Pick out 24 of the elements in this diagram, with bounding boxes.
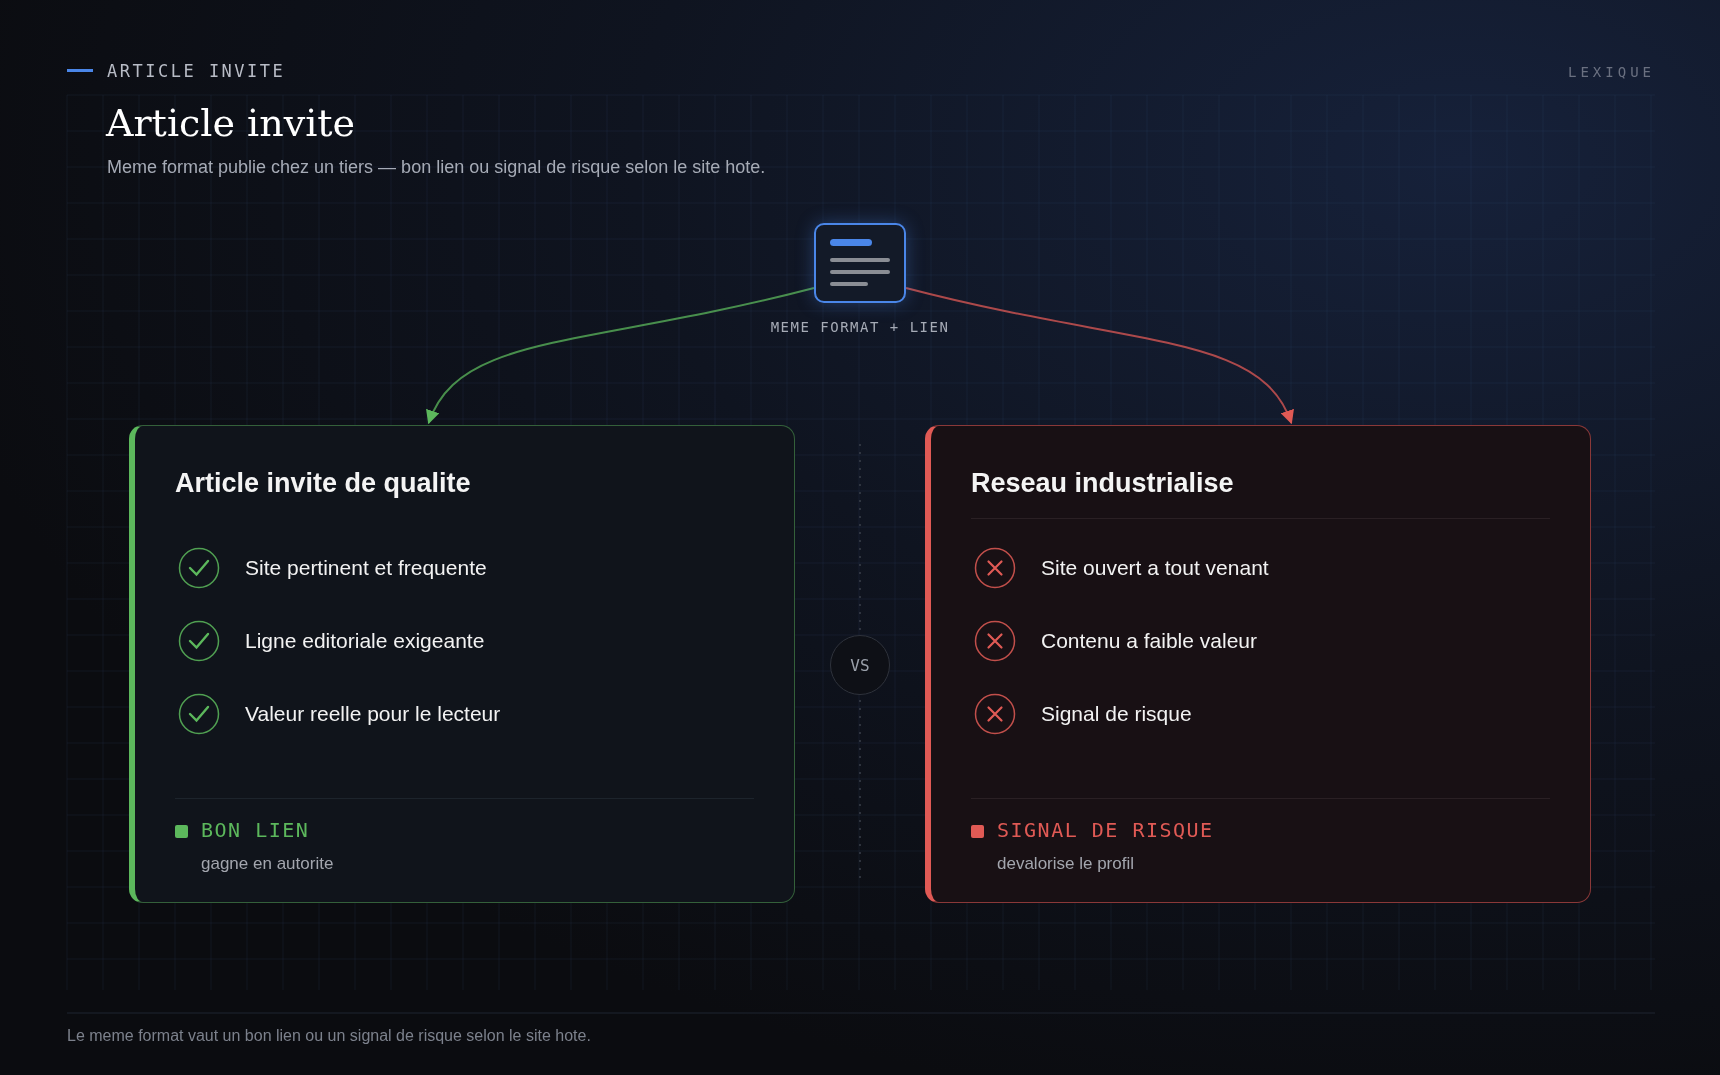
comparison-card bbox=[129, 425, 795, 903]
status-note: devalorise le profil bbox=[997, 854, 1134, 874]
subtitle: Meme format publie chez un tiers — bon lien ou signal de risque selon le site hote. bbox=[107, 157, 766, 178]
status-note: gagne en autorite bbox=[201, 854, 334, 874]
eyebrow-text: ARTICLE INVITE bbox=[107, 61, 286, 81]
arrow bbox=[905, 287, 1293, 425]
document-icon bbox=[814, 223, 906, 303]
card-heading: Reseau industrialise bbox=[971, 468, 1234, 499]
status-label: SIGNAL DE RISQUE bbox=[997, 818, 1214, 842]
card-heading: Article invite de qualite bbox=[175, 468, 471, 499]
status-label: BON LIEN bbox=[201, 818, 310, 842]
vs-badge: VS bbox=[830, 635, 890, 695]
list-item-text: Signal de risque bbox=[1041, 701, 1192, 727]
list-item-text: Site ouvert a tout venant bbox=[1041, 555, 1269, 581]
list-item-text: Ligne editoriale exigeante bbox=[245, 628, 485, 654]
list-item-text: Contenu a faible valeur bbox=[1041, 628, 1257, 654]
title: Article invite bbox=[106, 101, 356, 145]
node-caption: MEME FORMAT + LIEN bbox=[769, 319, 951, 335]
comparison-card bbox=[925, 425, 1591, 903]
section-tag: LEXIQUE bbox=[1568, 64, 1655, 80]
list-item-text: Valeur reelle pour le lecteur bbox=[245, 701, 501, 727]
caption: Le meme format vaut un bon lien ou un signal de risque selon le site hote. bbox=[67, 1027, 591, 1045]
list-item-text: Site pertinent et frequente bbox=[245, 555, 487, 581]
arrow bbox=[427, 287, 815, 425]
